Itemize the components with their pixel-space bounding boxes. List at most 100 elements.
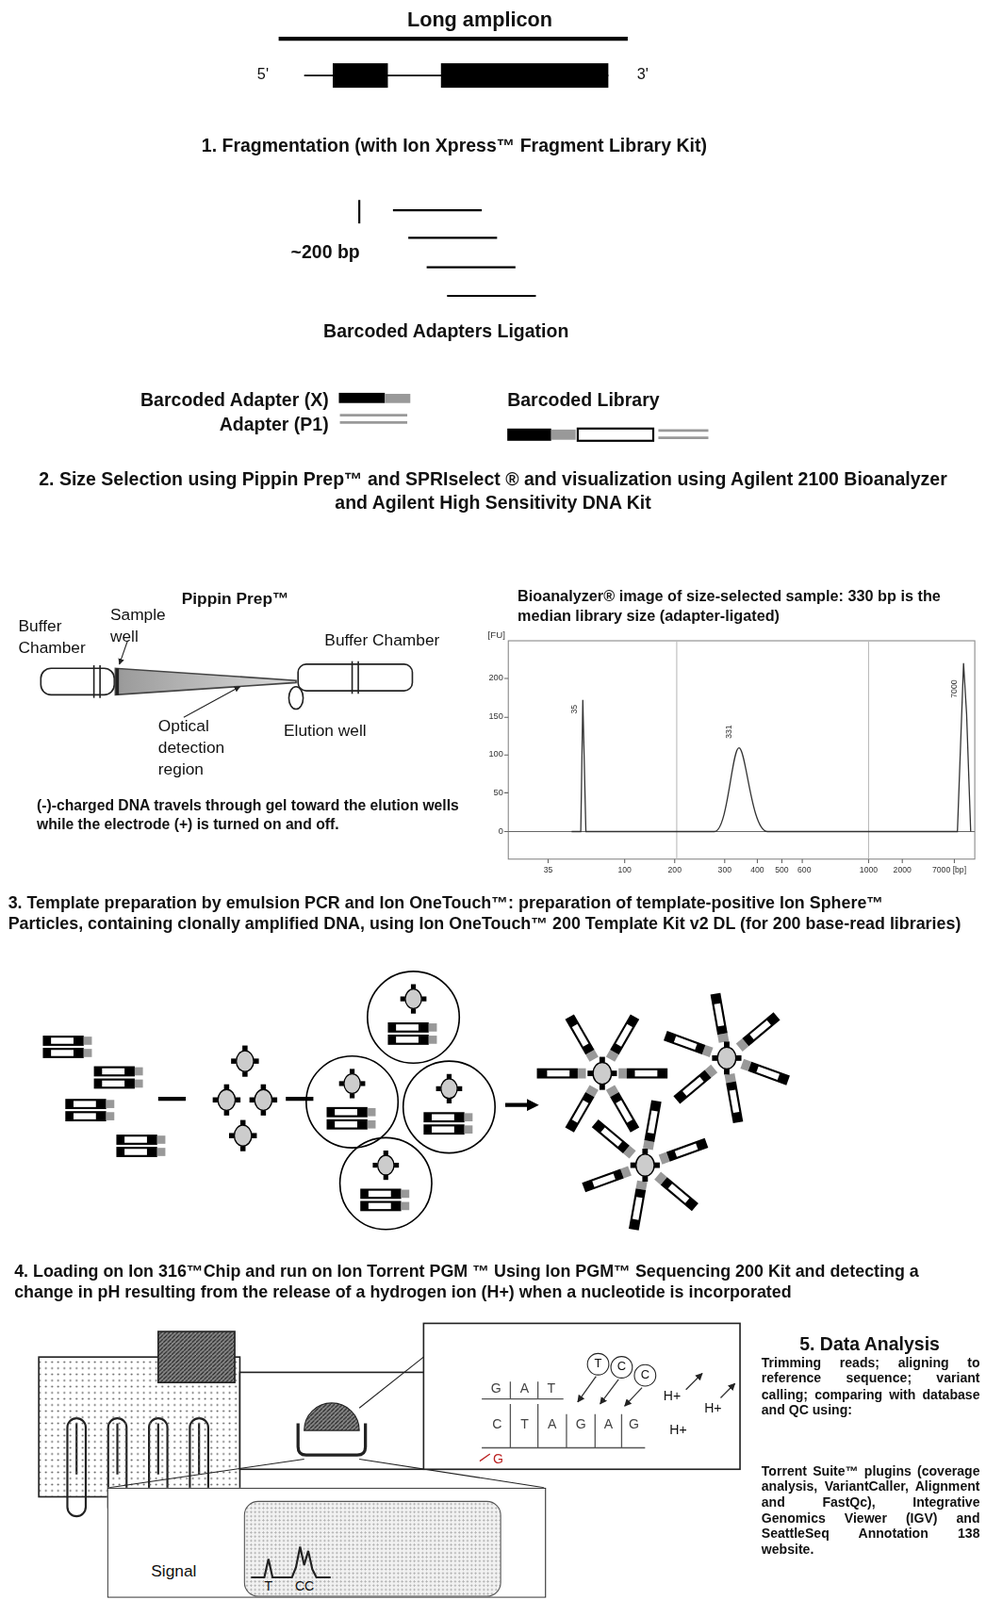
ion-sphere-part xyxy=(711,1055,718,1062)
dna-fragment-part xyxy=(632,1197,643,1221)
node-text: T xyxy=(594,1358,603,1372)
ion-sphere xyxy=(587,1057,617,1091)
pippin-prep-figure-part xyxy=(357,661,360,695)
ion-sphere-part xyxy=(599,1084,606,1091)
emulsion-pcr-figure-part xyxy=(367,971,460,1064)
adapter-symbols-part xyxy=(340,421,408,425)
dna-fragment-part xyxy=(673,1036,698,1051)
ion-sphere-part xyxy=(410,984,416,989)
part-label: Buffer Chamber xyxy=(17,616,100,659)
ion-sphere-part xyxy=(636,1154,655,1177)
ion-sphere-part xyxy=(400,996,406,1002)
ion-sphere-part xyxy=(253,1058,260,1065)
dna-fragment-part xyxy=(106,1100,116,1109)
ion-sphere-part xyxy=(654,1163,660,1169)
dna-fragment-part xyxy=(368,1191,392,1198)
dna-fragment-part xyxy=(668,1183,690,1203)
part-label: Elution well xyxy=(283,720,367,742)
ion-sphere-part xyxy=(611,1070,618,1077)
dna-fragment-part xyxy=(626,1068,668,1080)
axis-tick: 1000 xyxy=(853,865,884,876)
dna-fragment-part xyxy=(73,1113,97,1119)
chip-figure-part xyxy=(304,1403,360,1431)
ion-sphere-part xyxy=(599,1057,606,1064)
dna-fragment-part xyxy=(741,1012,780,1047)
chip-figure-part xyxy=(423,1323,740,1470)
base-letter: A xyxy=(543,1416,560,1434)
bioanalyzer-plot-part xyxy=(675,640,677,860)
dna-fragment-part xyxy=(401,1202,411,1212)
ion-sphere xyxy=(213,1084,241,1117)
step-title: 1. Fragmentation (with Ion Xpress™ Fragm… xyxy=(35,134,873,159)
pippin-prep-figure-part xyxy=(115,668,296,695)
base-letter: G xyxy=(625,1416,642,1434)
dna-fragment-part xyxy=(106,1112,116,1121)
dna-fragment-part xyxy=(368,1203,392,1210)
dna-fragment-part xyxy=(729,1089,740,1114)
base-letter: G xyxy=(572,1416,589,1434)
axis-tick: 200 xyxy=(472,673,503,685)
node-text: T xyxy=(263,1579,273,1595)
base-letter: C xyxy=(489,1416,506,1434)
dna-fragment-part xyxy=(367,1120,377,1130)
pippin-prep-figure-part xyxy=(115,668,119,695)
axis-tick: 7000 [bp] xyxy=(920,865,979,876)
ion-label: H+ xyxy=(669,1422,687,1440)
dna-fragment-part xyxy=(666,1138,708,1163)
ion-sphere xyxy=(249,1084,278,1117)
peak-label: 331 xyxy=(724,716,736,747)
part-label: Optical detection region xyxy=(158,716,256,781)
adapter-symbols-part xyxy=(657,429,708,433)
chip-figure-part xyxy=(0,0,62,1471)
ion-sphere-part xyxy=(272,1098,279,1104)
dna-fragment-part xyxy=(565,1092,595,1134)
dna-fragment xyxy=(606,1084,640,1133)
dna-fragment xyxy=(658,1138,709,1166)
dna-fragment-part xyxy=(464,1125,474,1134)
end-label: 5' xyxy=(257,64,269,84)
dna-fragment-part xyxy=(615,1024,633,1048)
ion-sphere-part xyxy=(261,1084,267,1091)
dna-fragment-part xyxy=(647,1110,658,1134)
peak-label: 35 xyxy=(569,694,580,725)
axis-tick: 400 xyxy=(741,865,773,876)
amplicon-figure-part xyxy=(332,63,388,88)
step-title: 3. Template preparation by emulsion PCR … xyxy=(8,891,963,936)
ion-sphere-part xyxy=(383,1150,389,1156)
axis-tick: 300 xyxy=(709,865,740,876)
pippin-prep-figure-part xyxy=(98,665,101,699)
adapter-symbols-part xyxy=(338,393,385,404)
dna-fragment xyxy=(360,1200,410,1212)
dna-fragment-part xyxy=(748,1062,790,1086)
ion-sphere-part xyxy=(377,1155,395,1176)
ion-sphere-part xyxy=(349,1068,355,1074)
dna-fragment-part xyxy=(537,1068,578,1080)
dna-fragment-part xyxy=(431,1126,455,1133)
part-label: Buffer Chamber xyxy=(324,630,440,653)
chip-figure-part xyxy=(479,1381,645,1462)
dna-fragment-part xyxy=(581,1168,624,1193)
dna-fragment-part xyxy=(395,1024,419,1031)
chip-figure-part-part xyxy=(577,1377,596,1403)
node-text: CC xyxy=(295,1579,314,1595)
dna-fragment xyxy=(65,1111,115,1122)
axis-tick: 500 xyxy=(766,865,797,876)
step-subtitle: Barcoded Adapters Ligation xyxy=(231,320,661,345)
chip-figure-part-part xyxy=(686,1373,703,1390)
signal-trace-part xyxy=(250,1547,330,1578)
dna-fragment-part xyxy=(83,1036,93,1046)
dna-fragment xyxy=(423,1124,473,1135)
amplicon-figure xyxy=(279,38,628,88)
step-title: 2. Size Selection using Pippin Prep™ and… xyxy=(38,468,948,517)
ion-sphere-part xyxy=(217,1089,235,1111)
node-text: Signal xyxy=(150,1562,197,1581)
pippin-prep-figure-part xyxy=(93,665,96,699)
axis-unit: [FU] xyxy=(488,629,506,642)
ion-sphere-part xyxy=(339,1081,345,1086)
dna-fragment xyxy=(618,1068,668,1080)
axis-tick: 100 xyxy=(608,865,640,876)
dna-fragment-part xyxy=(431,1114,455,1120)
ion-sphere-part xyxy=(224,1084,231,1091)
ion-sphere-part xyxy=(249,1098,256,1104)
dna-fragment xyxy=(724,1073,744,1124)
